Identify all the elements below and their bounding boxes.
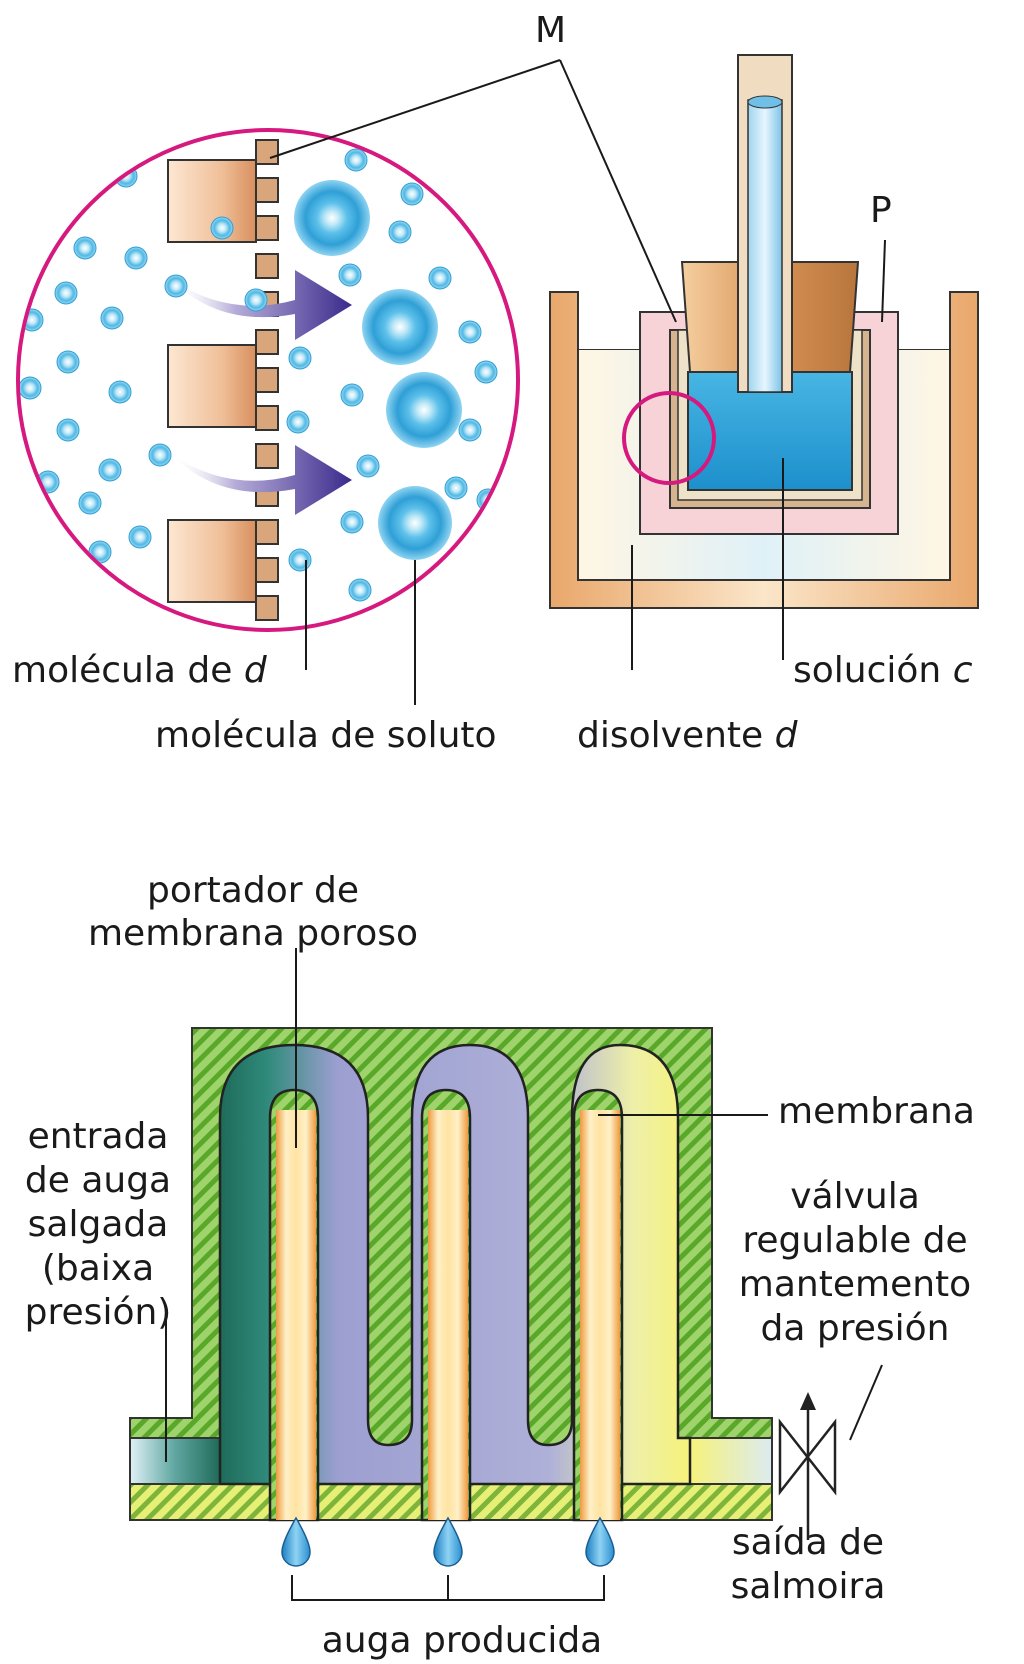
- label-valvula: válvula regulable de mantemento da presi…: [739, 1176, 971, 1349]
- solvent-molecule-dot: [444, 476, 468, 500]
- solvent-molecules: [20, 148, 500, 602]
- zoom-indicator-circle: [622, 391, 716, 485]
- solvent-molecule-dot: [128, 525, 152, 549]
- porous-support-1: [276, 1110, 316, 1520]
- solvent-molecule-dot: [428, 266, 452, 290]
- outlet-pipe: [689, 1437, 773, 1485]
- membrane-pore-tooth: [255, 215, 279, 241]
- svg-text:regulable de: regulable de: [742, 1220, 967, 1261]
- svg-text:salgada: salgada: [28, 1204, 169, 1245]
- porous-support-2: [428, 1110, 468, 1520]
- membrane-pore-tooth: [255, 139, 279, 165]
- label-saida: saída de salmoira: [731, 1522, 886, 1607]
- solvent-molecule-dot: [348, 578, 372, 602]
- solvent-molecule-dot: [400, 182, 424, 206]
- label-portador-line2: membrana poroso: [88, 913, 418, 954]
- solvent-molecule-dot: [286, 410, 310, 434]
- membrane-pore-tooth: [255, 557, 279, 583]
- label-auga-producida: auga producida: [322, 1620, 603, 1661]
- solvent-molecule-dot: [338, 263, 362, 287]
- svg-text:da presión: da presión: [761, 1308, 950, 1349]
- membrane-pore-tooth: [255, 443, 279, 469]
- solvent-molecule-dot: [458, 320, 482, 344]
- label-entrada: entrada de auga salgada (baixa presión): [25, 1116, 172, 1333]
- solvent-molecule-dot: [288, 548, 312, 572]
- label-molecula-soluto: molécula de soluto: [155, 715, 497, 756]
- solvent-molecule-dot: [244, 288, 268, 312]
- label-portador-line1: portador de: [147, 870, 359, 911]
- solvent-molecule-dot: [78, 491, 102, 515]
- solvent-molecule-dot: [56, 418, 80, 442]
- solvent-molecule-dot: [100, 306, 124, 330]
- porous-support-3: [580, 1110, 620, 1520]
- membrane-pore-tooth: [255, 367, 279, 393]
- solvent-molecule-dot: [388, 220, 412, 244]
- membrane-pore-tooth: [255, 253, 279, 279]
- membrane-blocks: [167, 159, 257, 603]
- svg-text:de auga: de auga: [25, 1160, 171, 1201]
- top-leader-lines: [269, 59, 886, 705]
- label-disolvente: disolvente d: [577, 715, 799, 756]
- solvent-molecule-dot: [20, 376, 42, 400]
- solvent-molecule-dot: [108, 380, 132, 404]
- solvent-molecule-dot: [148, 443, 172, 467]
- svg-text:(baixa: (baixa: [42, 1248, 154, 1289]
- solvent-molecule-dot: [98, 458, 122, 482]
- label-molecula-d: molécula de d: [12, 650, 268, 691]
- magnified-view: [16, 128, 520, 632]
- membrane-pore-tooth: [255, 177, 279, 203]
- solvent-molecule-dot: [344, 148, 368, 172]
- solvent-molecule-dot: [210, 216, 234, 240]
- osmometer-apparatus: [549, 54, 979, 609]
- solute-molecules: [294, 180, 462, 560]
- bottom-leader-lines: [165, 948, 883, 1601]
- valve-icon: [778, 1392, 837, 1540]
- svg-text:mantemento: mantemento: [739, 1264, 971, 1305]
- svg-text:salmoira: salmoira: [731, 1566, 886, 1607]
- label-m: M: [535, 10, 566, 51]
- membrane-pore-tooth: [255, 595, 279, 621]
- solvent-molecule-dot: [73, 236, 97, 260]
- solvent-molecule-dot: [356, 454, 380, 478]
- svg-text:saída de: saída de: [732, 1522, 884, 1563]
- solvent-molecule-dot: [340, 383, 364, 407]
- solvent-molecule-dot: [288, 346, 312, 370]
- inlet-pipe: [129, 1437, 221, 1485]
- membrane-pore-tooth: [255, 405, 279, 431]
- solvent-molecule-dot: [458, 418, 482, 442]
- solvent-molecule-dot: [56, 350, 80, 374]
- label-membrana: membrana: [778, 1091, 975, 1132]
- svg-text:presión): presión): [25, 1292, 172, 1333]
- membrane-pore-tooth: [255, 329, 279, 355]
- solvent-molecule-dot: [164, 274, 188, 298]
- solvent-molecule-dot: [474, 360, 498, 384]
- label-p: P: [870, 190, 892, 231]
- solvent-molecule-dot: [340, 510, 364, 534]
- membrane-pore-tooth: [255, 519, 279, 545]
- arrow-right-icon: [172, 270, 352, 515]
- solvent-molecule-dot: [54, 281, 78, 305]
- svg-text:entrada: entrada: [28, 1116, 169, 1157]
- svg-text:válvula: válvula: [790, 1176, 920, 1217]
- water-drop-icon: [281, 1516, 615, 1567]
- reverse-osmosis-module: [129, 1027, 773, 1522]
- solvent-molecule-dot: [124, 246, 148, 270]
- label-solucion: solución c: [793, 650, 973, 691]
